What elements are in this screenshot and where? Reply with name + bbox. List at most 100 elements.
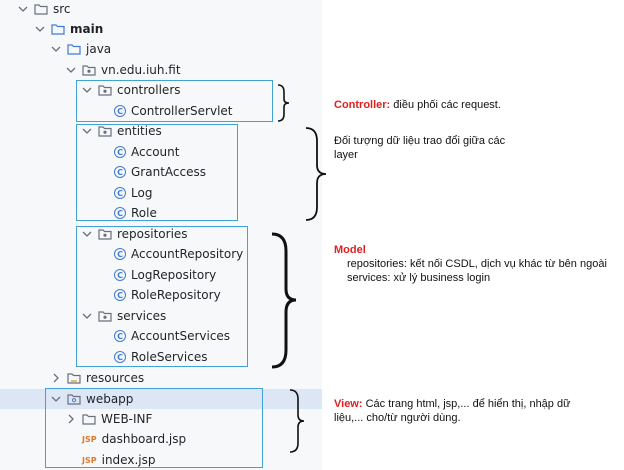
tree-item-label: RoleServices: [131, 350, 208, 364]
chevron-down-icon[interactable]: [51, 394, 61, 404]
tree-item-label: AccountRepository: [131, 247, 244, 261]
jsp-file-icon: JSP: [82, 455, 97, 465]
tree-item-label: WEB-INF: [101, 412, 153, 426]
model-highlight-box: [76, 226, 248, 367]
package-icon: [98, 228, 112, 240]
tree-item-log-repository[interactable]: C LogRepository: [114, 265, 216, 285]
tree-item-controllers[interactable]: controllers: [82, 80, 181, 100]
tree-item-resources[interactable]: resources: [51, 368, 144, 388]
tree-item-web-inf[interactable]: WEB-INF: [66, 409, 152, 429]
class-icon: C: [114, 166, 126, 178]
class-icon: C: [114, 289, 126, 301]
chevron-down-icon[interactable]: [82, 126, 92, 136]
controller-note-title: Controller:: [334, 99, 391, 111]
tree-item-repositories[interactable]: repositories: [82, 224, 188, 244]
tree-item-entities[interactable]: entities: [82, 121, 162, 141]
folder-icon: [82, 413, 96, 425]
tree-item-label: src: [53, 2, 71, 16]
tree-item-role-repository[interactable]: C RoleRepository: [114, 285, 221, 305]
package-icon: [82, 64, 96, 76]
tree-item-label: main: [70, 22, 104, 36]
chevron-down-icon[interactable]: [82, 85, 92, 95]
class-icon: C: [114, 330, 126, 342]
tree-item-label: resources: [86, 371, 145, 385]
entities-brace: [305, 127, 327, 221]
controller-brace: [277, 84, 290, 122]
tree-item-label: services: [117, 309, 167, 323]
tree-item-log[interactable]: C Log: [114, 183, 152, 203]
tree-item-label: AccountServices: [131, 329, 231, 343]
class-icon: C: [114, 146, 126, 158]
tree-item-index-jsp[interactable]: JSP index.jsp: [82, 450, 155, 470]
jsp-file-icon: JSP: [82, 434, 97, 444]
tree-item-services[interactable]: services: [82, 306, 166, 326]
package-icon: [98, 84, 112, 96]
tree-item-src[interactable]: src: [18, 0, 71, 19]
tree-item-label: vn.edu.iuh.fit: [101, 63, 181, 77]
entities-note: Đối tượng dữ liệu trao đổi giữa các laye…: [334, 134, 505, 162]
package-icon: [98, 310, 112, 322]
package-icon: [98, 125, 112, 137]
controller-highlight-box: [76, 80, 273, 122]
view-note-title: View:: [334, 398, 363, 410]
tree-item-main[interactable]: main: [35, 19, 103, 39]
web-folder-icon: [67, 393, 81, 405]
tree-item-label: Log: [131, 186, 153, 200]
entities-note-line: Đối tượng dữ liệu trao đổi giữa các: [334, 135, 506, 147]
entities-note-line: layer: [334, 149, 358, 161]
tree-item-label: webapp: [86, 392, 134, 406]
chevron-down-icon[interactable]: [35, 24, 45, 34]
tree-item-label: java: [86, 42, 112, 56]
folder-icon: [34, 3, 48, 15]
tree-item-account-services[interactable]: C AccountServices: [114, 326, 230, 346]
tree-item-webapp[interactable]: webapp: [51, 389, 133, 409]
source-root-folder-icon: [51, 23, 65, 35]
model-brace: [271, 232, 297, 369]
chevron-right-icon[interactable]: [51, 373, 61, 383]
tree-item-label: index.jsp: [101, 453, 156, 467]
chevron-down-icon[interactable]: [66, 65, 76, 75]
tree-item-controller-servlet[interactable]: C ControllerServlet: [114, 101, 232, 121]
view-brace: [289, 389, 305, 453]
chevron-down-icon[interactable]: [82, 229, 92, 239]
chevron-down-icon[interactable]: [82, 311, 92, 321]
tree-item-role-services[interactable]: C RoleServices: [114, 347, 207, 367]
model-note: Model repositories: kết nối CSDL, dịch v…: [334, 243, 607, 285]
tree-item-label: ControllerServlet: [131, 104, 233, 118]
tree-item-grant-access[interactable]: C GrantAccess: [114, 162, 206, 182]
model-note-line: repositories: kết nối CSDL, dịch vụ khác…: [347, 258, 607, 270]
class-icon: C: [114, 105, 126, 117]
tree-item-account-repository[interactable]: C AccountRepository: [114, 244, 243, 264]
class-icon: C: [114, 351, 126, 363]
tree-item-label: Account: [131, 145, 180, 159]
view-note-line: liệu,... cho/từ người dùng.: [334, 412, 461, 424]
tree-item-label: LogRepository: [131, 268, 217, 282]
chevron-down-icon[interactable]: [51, 44, 61, 54]
class-icon: C: [114, 269, 126, 281]
model-note-title: Model: [334, 244, 366, 256]
controller-note: Controller: điều phối các request.: [334, 98, 501, 112]
tree-item-label: entities: [117, 124, 162, 138]
view-note: View: Các trang html, jsp,... để hiển th…: [334, 397, 570, 425]
view-highlight-box: [45, 388, 263, 468]
chevron-down-icon[interactable]: [18, 4, 28, 14]
tree-item-label: controllers: [117, 83, 181, 97]
tree-item-dashboard-jsp[interactable]: JSP dashboard.jsp: [82, 429, 186, 449]
class-icon: C: [114, 248, 126, 260]
model-note-line: services: xử lý business login: [347, 272, 491, 284]
source-folder-icon: [67, 43, 81, 55]
tree-item-label: repositories: [117, 227, 188, 241]
tree-item-java[interactable]: java: [51, 39, 111, 59]
tree-item-label: dashboard.jsp: [101, 432, 187, 446]
tree-item-role[interactable]: C Role: [114, 203, 157, 223]
controller-note-text: điều phối các request.: [393, 99, 501, 111]
view-note-line: Các trang html, jsp,... để hiển thị, nhậ…: [365, 398, 571, 410]
tree-item-label: GrantAccess: [131, 165, 206, 179]
tree-item-account[interactable]: C Account: [114, 142, 179, 162]
class-icon: C: [114, 187, 126, 199]
tree-item-package-root[interactable]: vn.edu.iuh.fit: [66, 60, 181, 80]
entities-highlight-box: [76, 124, 238, 221]
chevron-right-icon[interactable]: [66, 414, 76, 424]
resources-folder-icon: [67, 372, 81, 384]
class-icon: C: [114, 207, 126, 219]
